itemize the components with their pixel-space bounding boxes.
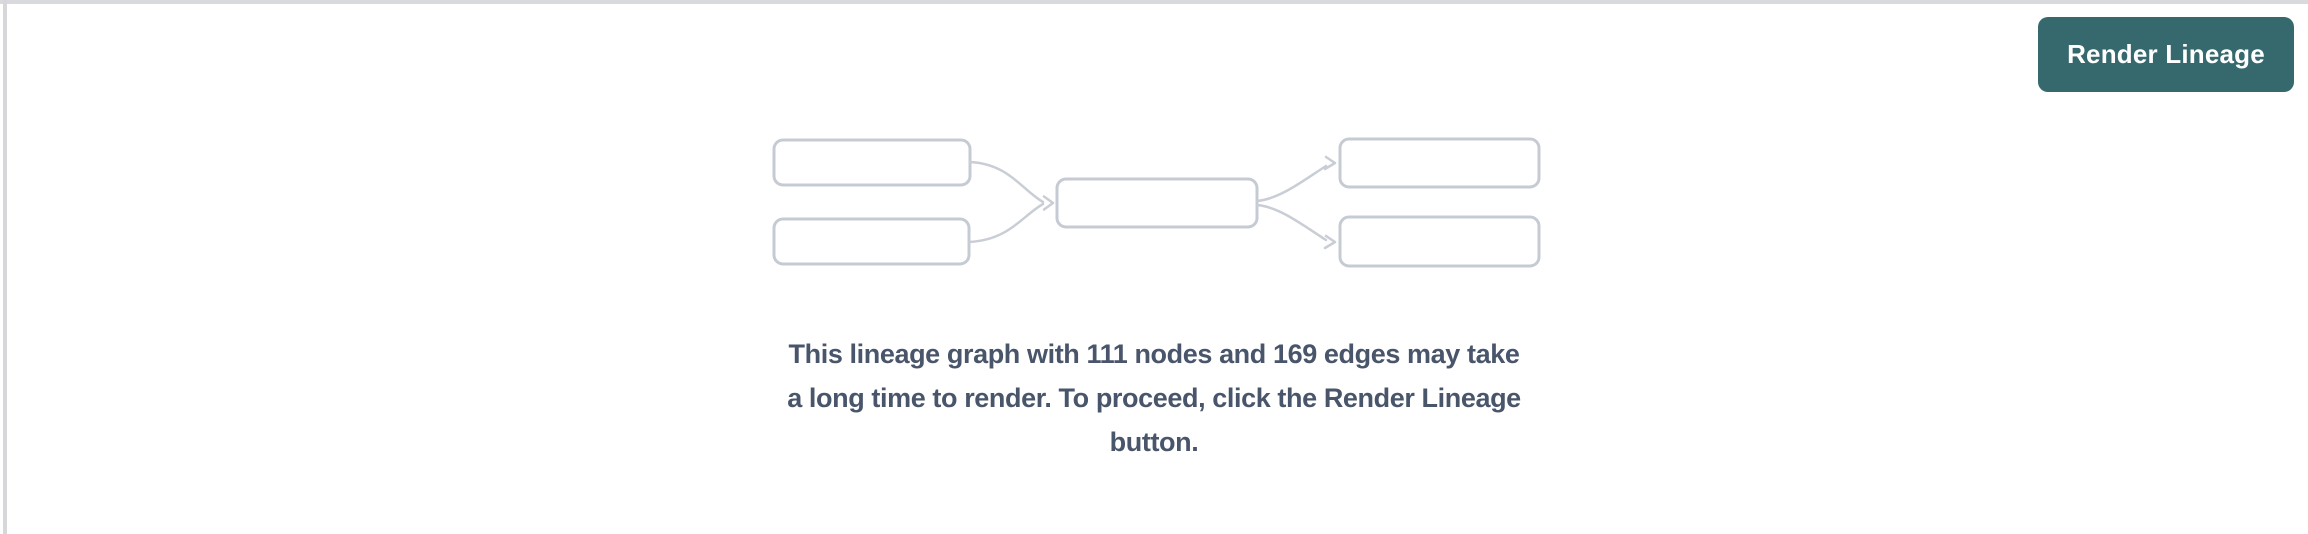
- message-line: a long time to render. To proceed, click…: [787, 383, 1521, 413]
- graph-node-downstream-bottom: [1338, 215, 1541, 268]
- panel-top-border: [0, 0, 2308, 4]
- panel-left-divider: [3, 0, 7, 534]
- graph-node-downstream-top: [1338, 137, 1541, 189]
- arrowhead-icon: [1042, 195, 1055, 211]
- lineage-graph-illustration: [772, 137, 1541, 268]
- graph-node-upstream-top: [772, 138, 972, 187]
- graph-edge: [968, 160, 1045, 204]
- graph-node-upstream-bottom: [772, 217, 971, 266]
- graph-node-center: [1055, 177, 1259, 229]
- graph-edge: [1255, 164, 1328, 203]
- arrowhead-icon: [1323, 155, 1337, 171]
- message-line: This lineage graph with 111 nodes and 16…: [788, 339, 1520, 369]
- graph-edge: [1255, 203, 1328, 242]
- arrowhead-icon: [1323, 234, 1337, 250]
- render-warning-message: This lineage graph with 111 nodes and 16…: [0, 332, 2308, 464]
- message-line: button.: [1109, 427, 1199, 457]
- graph-edge: [967, 202, 1045, 244]
- render-lineage-button[interactable]: Render Lineage: [2038, 17, 2294, 92]
